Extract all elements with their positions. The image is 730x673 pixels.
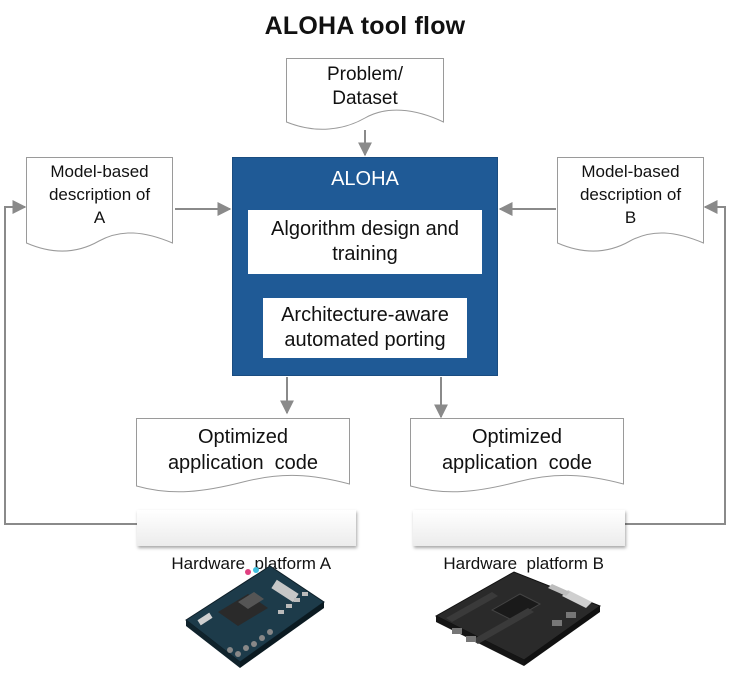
problem-dataset-label: Problem/ Dataset <box>326 64 404 109</box>
aloha-title: ALOHA <box>331 168 399 190</box>
automated-porting-box: Architecture-aware automated porting <box>263 298 467 358</box>
diagram-title: ALOHA tool flow <box>264 12 466 40</box>
document-shape <box>136 418 350 493</box>
optimized-code-a-label: Optimized application code <box>167 426 319 474</box>
document-shape <box>286 58 444 130</box>
feedback-hardware-a-to-model-a <box>4 200 137 525</box>
optimized-code-b-label: Optimized application code <box>441 426 593 474</box>
embedded-board-image <box>434 571 602 666</box>
algorithm-design-label-line2: training <box>332 243 398 265</box>
optimized-code-a-document: Optimized application code <box>136 418 350 498</box>
model-description-b-document: Model-based description of B <box>557 157 704 257</box>
hardware-platform-a: Hardware platform A <box>137 510 356 573</box>
document-shape <box>26 157 173 252</box>
model-description-b-label: Model-based description of B <box>579 162 682 227</box>
hardware-platform-b: Hardware platform B <box>413 510 625 573</box>
document-shape <box>557 157 704 252</box>
automated-porting-label-line1: Architecture-aware <box>281 304 449 326</box>
fpga-board-image <box>185 565 325 668</box>
model-description-a-document: Model-based description of A <box>26 157 173 257</box>
problem-dataset-document: Problem/ Dataset <box>286 58 444 132</box>
document-shape <box>410 418 624 493</box>
algorithm-design-box: Algorithm design and training <box>248 210 482 274</box>
aloha-block: ALOHA Algorithm design and training Arch… <box>232 157 498 376</box>
automated-porting-label-line2: automated porting <box>284 329 446 351</box>
algorithm-design-label-line1: Algorithm design and <box>271 218 459 240</box>
model-description-a-label: Model-based description of A <box>48 162 151 227</box>
feedback-hardware-b-to-model-b <box>625 200 726 525</box>
hardware-platform-a-label: Hardware platform A <box>171 554 332 573</box>
hardware-platform-b-label: Hardware platform B <box>443 554 605 573</box>
optimized-code-b-document: Optimized application code <box>410 418 624 498</box>
